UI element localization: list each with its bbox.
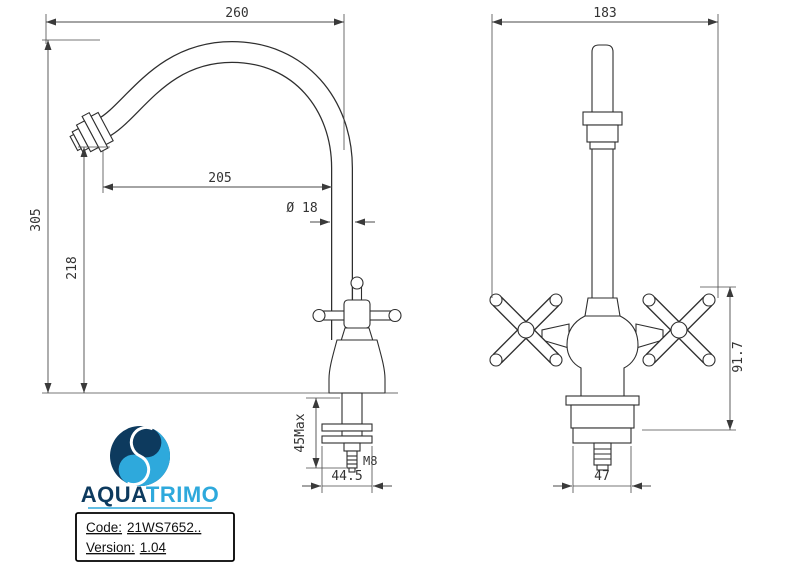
logo-text-trimo: TRIMO: [146, 482, 219, 507]
spout-nozzle: [69, 111, 114, 153]
dimension-shank-length-45max: 45Max: [293, 397, 346, 469]
dim-47-label: 47: [594, 469, 610, 484]
dimension-spout-reach-205: 205: [102, 150, 332, 193]
dim-218-label: 218: [65, 256, 80, 279]
bonnet-nut: [584, 297, 621, 317]
mounting-shank-side: [321, 392, 373, 473]
info-box: Code: 21WS7652.. Version: 1.04: [75, 512, 235, 562]
dimension-spout-diameter-18: Ø 18: [286, 201, 375, 226]
dimension-base-width-44-5: 44.5: [302, 446, 392, 493]
code-label: Code:: [86, 520, 122, 535]
base-front: [565, 395, 640, 471]
handle-side-view: [312, 276, 402, 342]
right-cross-handle: [642, 293, 716, 367]
side-view: 260 205 305 218 Ø 18: [29, 6, 402, 493]
logo-swirl-icon: [110, 425, 170, 487]
dim-183-label: 183: [593, 6, 616, 21]
dim-260-label: 260: [225, 6, 248, 21]
dim-91-7-label: 91.7: [731, 341, 746, 372]
left-cross-handle: [489, 293, 563, 367]
dimension-overall-height-305: 305: [29, 39, 100, 393]
code-line: Code: 21WS7652..: [86, 520, 201, 535]
riser-tube: [591, 44, 614, 301]
version-value: 1.04: [140, 540, 167, 555]
front-view: 183 91.7 47: [489, 6, 746, 493]
aquatrimo-logo: AQUATRIMO: [81, 425, 220, 509]
dimension-base-width-47: 47: [553, 446, 651, 493]
dim-44-5-label: 44.5: [331, 469, 362, 484]
tap-body-front: [566, 315, 639, 397]
logo-wordmark: AQUATRIMO: [81, 482, 220, 507]
dimension-spout-height-218: 218: [65, 146, 110, 393]
dimension-front-width-183: 183: [491, 6, 719, 298]
spout-tube-fill: [97, 42, 352, 340]
dim-305-label: 305: [29, 208, 44, 231]
code-value: 21WS7652..: [127, 520, 201, 535]
dim-diameter-label: Ø 18: [286, 201, 317, 216]
logo-text-aqua: AQUA: [81, 482, 147, 507]
version-line: Version: 1.04: [86, 540, 167, 555]
dimension-overall-width-260: 260: [45, 6, 345, 150]
dimension-body-height-91-7: 91.7: [642, 286, 746, 431]
tap-body-side: [328, 339, 386, 394]
version-label: Version:: [86, 540, 135, 555]
dim-205-label: 205: [208, 171, 231, 186]
swivel-collar: [582, 111, 623, 150]
info-box-border: [75, 512, 235, 562]
dim-m8-label: M8: [363, 454, 377, 468]
dim-45max-label: 45Max: [293, 413, 308, 452]
